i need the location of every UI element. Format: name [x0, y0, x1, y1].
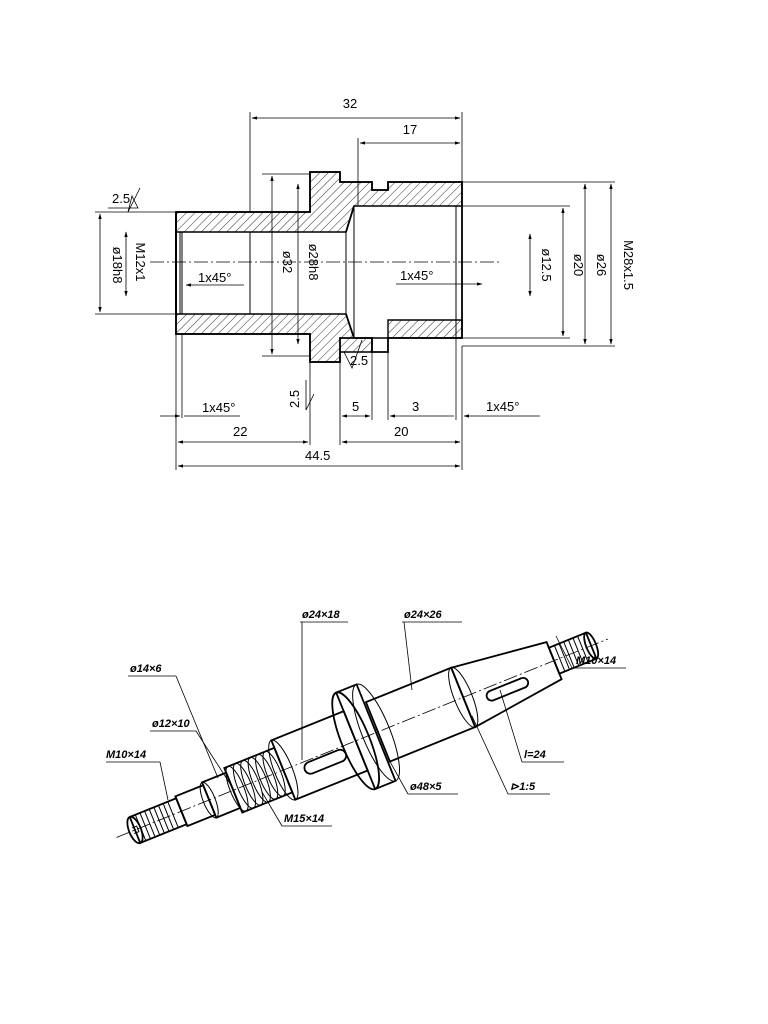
dim-32: 32 — [343, 96, 357, 111]
chamfer-bottom-right: 1x45° — [486, 399, 519, 414]
dim-22: 22 — [233, 424, 247, 439]
dim-17: 17 — [403, 122, 417, 137]
section-drawing: 32 17 2.5 ø18h8 M12x1 1x45° ø32 ø28h8 1x… — [95, 96, 636, 470]
roughness-top: 2.5 — [112, 191, 130, 206]
dim-20-length: 20 — [394, 424, 408, 439]
label-m10-left: M10×14 — [106, 749, 146, 761]
dim-12-5: ø12.5 — [539, 248, 554, 281]
dim-3: 3 — [412, 399, 419, 414]
label-48x5: ø48×5 — [410, 781, 442, 793]
shaft-body — [116, 631, 609, 845]
label-m15: M15×14 — [284, 813, 324, 825]
dim-20-dia: ø20 — [571, 254, 586, 276]
dim-44-5: 44.5 — [305, 448, 330, 463]
label-12x10: ø12×10 — [152, 718, 190, 730]
chamfer-bottom-left: 1x45° — [202, 400, 235, 415]
roughness-bottom: 2.5 — [350, 353, 368, 368]
label-m10-right: M10×14 — [576, 655, 616, 667]
dim-32-dia: ø32 — [280, 251, 295, 273]
chamfer-left: 1x45° — [198, 270, 231, 285]
dim-18h8: ø18h8 — [110, 247, 125, 284]
label-taper: ⊳1:5 — [510, 781, 536, 793]
section-body — [175, 171, 463, 363]
chamfer-mid: 1x45° — [400, 268, 433, 283]
roughness-vertical: 2.5 — [287, 390, 302, 408]
label-24x26: ø24×26 — [404, 609, 442, 621]
dim-m28: M28x1.5 — [621, 240, 636, 290]
dim-26: ø26 — [594, 254, 609, 276]
dim-5: 5 — [352, 399, 359, 414]
dim-m12: M12x1 — [133, 242, 148, 281]
label-24x18: ø24×18 — [302, 609, 340, 621]
label-14x6: ø14×6 — [130, 663, 162, 675]
dim-28h8: ø28h8 — [306, 244, 321, 281]
label-l24: l=24 — [524, 749, 546, 761]
shaft-drawing: ø24×18 ø24×26 ø14×6 ø12×10 M10×14 M15×14… — [106, 609, 626, 845]
